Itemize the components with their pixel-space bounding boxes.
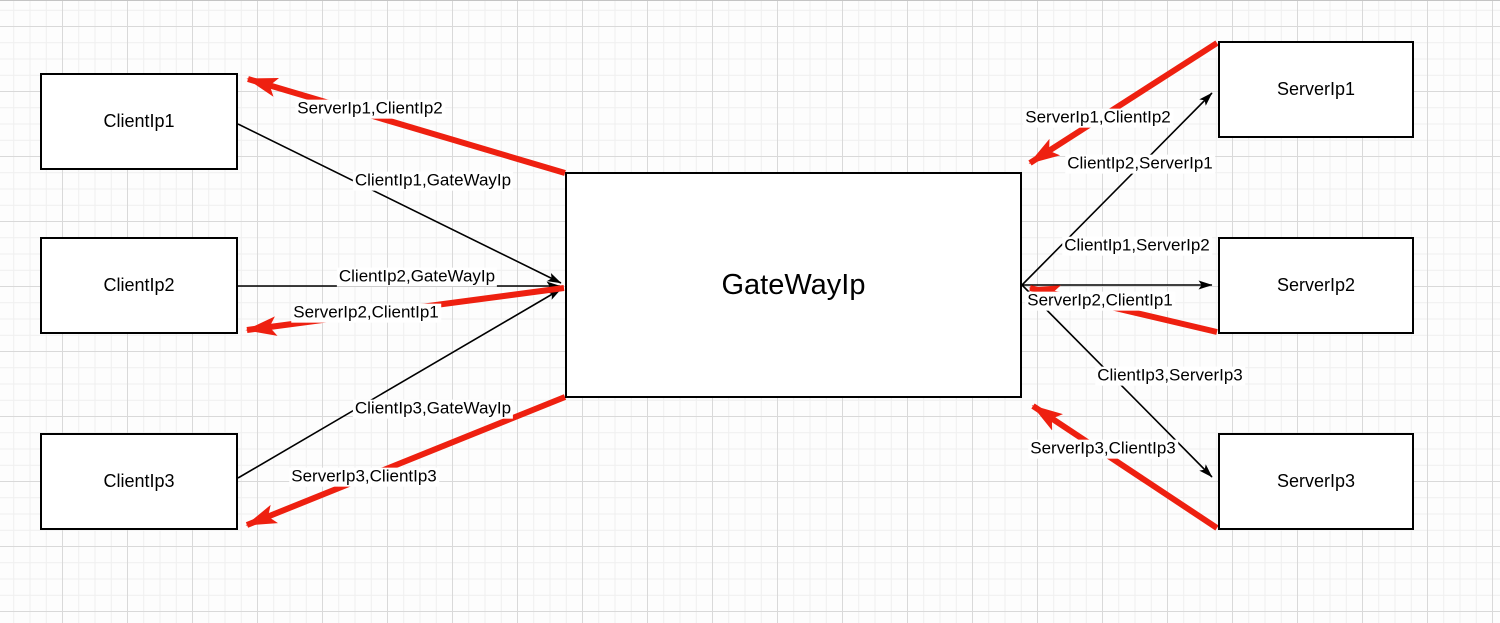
- node-serverip3[interactable]: ServerIp3: [1218, 433, 1414, 530]
- node-serverip1[interactable]: ServerIp1: [1218, 41, 1414, 138]
- edge-label-return-server2-gateway[interactable]: ServerIp2,ClientIp1: [1025, 290, 1175, 311]
- node-gatewayip-label: GateWayIp: [721, 268, 866, 301]
- edge-forward-client3-gateway[interactable]: [237, 288, 562, 479]
- edge-forward-gateway-server1[interactable]: [1021, 92, 1213, 286]
- node-gatewayip[interactable]: GateWayIp: [565, 172, 1022, 398]
- edge-label-return-gateway-client3[interactable]: ServerIp3,ClientIp3: [289, 466, 439, 487]
- edge-label-return-gateway-client1[interactable]: ServerIp1,ClientIp2: [295, 98, 445, 119]
- edge-label-forward-client2-gateway[interactable]: ClientIp2,GateWayIp: [336, 266, 498, 287]
- edge-return-server1-gateway[interactable]: [1028, 40, 1219, 166]
- edge-label-forward-client1-gateway[interactable]: ClientIp1,GateWayIp: [352, 170, 514, 191]
- edge-forward-client1-gateway[interactable]: [237, 123, 562, 284]
- node-serverip2[interactable]: ServerIp2: [1218, 237, 1414, 334]
- node-clientip1-label: ClientIp1: [103, 111, 175, 131]
- node-clientip3[interactable]: ClientIp3: [40, 433, 238, 530]
- edge-return-server3-gateway[interactable]: [1031, 403, 1219, 531]
- node-serverip2-label: ServerIp2: [1276, 275, 1356, 295]
- edge-label-forward-gateway-server3[interactable]: ClientIp3,ServerIp3: [1095, 365, 1245, 386]
- node-clientip2[interactable]: ClientIp2: [40, 237, 238, 334]
- node-clientip2-label: ClientIp2: [103, 275, 175, 295]
- edge-label-return-server1-gateway[interactable]: ServerIp1,ClientIp2: [1023, 107, 1173, 128]
- edge-label-forward-client3-gateway[interactable]: ClientIp3,GateWayIp: [352, 398, 514, 419]
- node-serverip3-label: ServerIp3: [1276, 471, 1356, 491]
- canvas-top-edge: [0, 0, 1500, 1]
- node-serverip1-label: ServerIp1: [1276, 79, 1356, 99]
- edge-return-gateway-client1[interactable]: [246, 76, 566, 176]
- edge-label-return-server3-gateway[interactable]: ServerIp3,ClientIp3: [1028, 438, 1178, 459]
- node-clientip1[interactable]: ClientIp1: [40, 73, 238, 170]
- edge-label-return-gateway-client2[interactable]: ServerIp2,ClientIp1: [291, 302, 441, 323]
- edge-label-forward-gateway-server1[interactable]: ClientIp2,ServerIp1: [1065, 153, 1215, 174]
- edge-label-forward-gateway-server2[interactable]: ClientIp1,ServerIp2: [1062, 235, 1212, 256]
- node-clientip3-label: ClientIp3: [103, 471, 175, 491]
